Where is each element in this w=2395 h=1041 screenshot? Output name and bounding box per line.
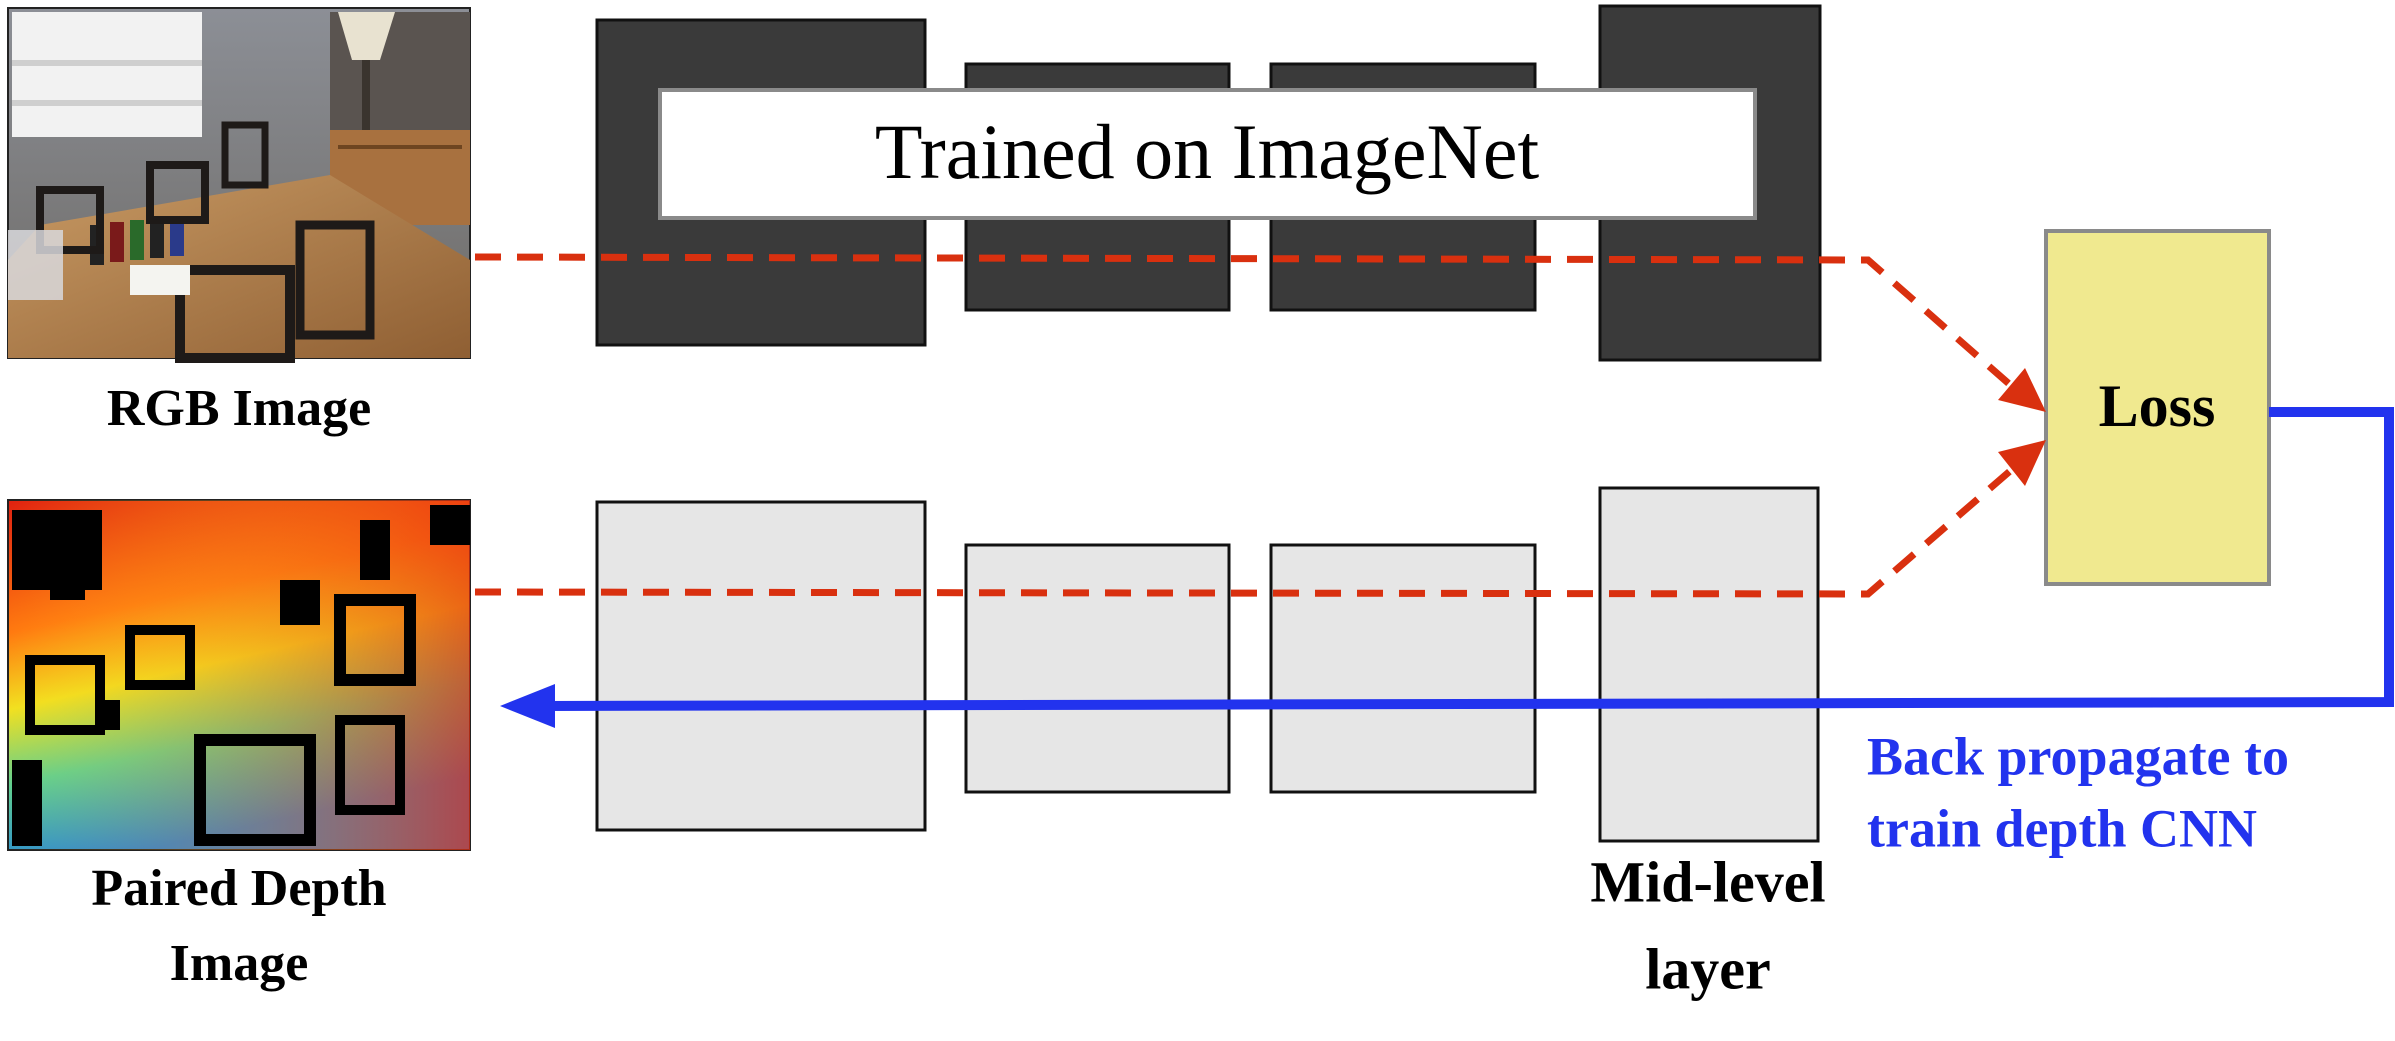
paired-depth-label-line1: Paired Depth [91,860,386,917]
rgb-feature-arrowhead [1998,368,2046,412]
loss-label: Loss [2099,373,2216,439]
paired-depth-label-line2: Image [170,935,309,992]
trained-on-imagenet-label: Trained on ImageNet [875,108,1540,195]
bottom-block-3 [1269,543,1537,794]
rgb-feature-arrow [474,253,2035,407]
backprop-label-line2: train depth CNN [1867,798,2257,858]
bottom-cnn-blocks [595,486,1820,843]
bottom-block-2 [964,543,1231,794]
feature-comparison-arrows [474,253,2046,598]
depth-feature-arrowhead [1998,440,2046,486]
trained-on-imagenet-banner: Trained on ImageNet [658,88,1757,220]
mid-level-label-line1: Mid-level [1590,849,1825,914]
bottom-block-4 [1598,486,1820,843]
mid-level-label-line2: layer [1645,936,1771,1001]
backprop-label-line1: Back propagate to [1867,726,2289,786]
depth-feature-arrow [474,449,2035,598]
rgb-image-label: RGB Image [107,380,371,437]
bottom-block-1 [595,500,927,832]
paired-depth-image [7,499,471,851]
backprop-arrowhead [500,684,555,728]
loss-box: Loss [2044,229,2271,586]
rgb-image-photo [7,7,471,363]
backprop-arrow [500,407,2394,728]
